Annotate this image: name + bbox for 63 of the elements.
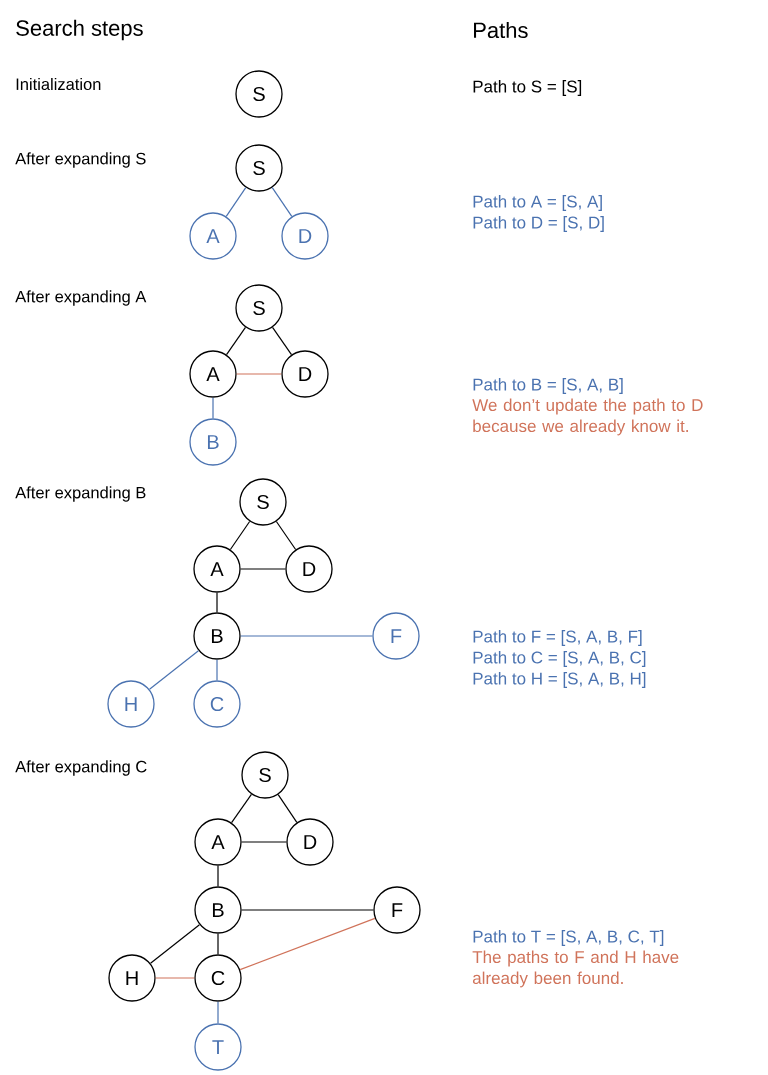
graph-edge (231, 793, 252, 824)
path-text: Path to B = [S, A, B] (473, 378, 623, 394)
graph-node: D (281, 350, 329, 398)
note-text: We don’t update the path to D because we already know it. (472, 398, 703, 436)
graph-edge (148, 650, 200, 690)
path-text: Path to F = [S, A, B, F] (473, 630, 642, 646)
step-label: After expanding A (15, 290, 147, 306)
graph-node: T (194, 1023, 242, 1071)
graph-node: B (193, 612, 241, 660)
graph-node: A (194, 818, 242, 866)
graph-node: H (108, 954, 156, 1002)
graph-edge (216, 592, 218, 613)
path-text: Path to D = [S, D] (473, 216, 604, 232)
graph-edge (155, 977, 195, 979)
graph-edge (241, 841, 287, 843)
graph-edge (216, 659, 218, 681)
path-text: Path to A = [S, A] (473, 195, 602, 211)
graph-edge (241, 909, 374, 911)
graph-node: H (107, 680, 155, 728)
note-text: The paths to F and H have already been found. (472, 950, 679, 988)
graph-edge (271, 187, 293, 217)
graph-node: F (372, 612, 420, 660)
step-label: After expanding S (15, 152, 146, 168)
path-text: Path to S = [S] (473, 80, 582, 96)
path-text: Path to C = [S, A, B, C] (473, 651, 646, 667)
graph-node: F (373, 886, 421, 934)
graph-node: A (189, 212, 237, 260)
step-label: Initialization (16, 77, 101, 91)
graph-edge (225, 187, 247, 217)
step-label: After expanding C (15, 760, 147, 776)
graph-edge (212, 397, 214, 419)
graph-edge (277, 794, 298, 823)
graph-node: D (286, 818, 334, 866)
graph-edge (217, 933, 219, 955)
path-text: Path to H = [S, A, B, H] (473, 672, 646, 688)
graph-edge (271, 326, 293, 356)
graph-edge (229, 520, 251, 551)
graph-edge (239, 917, 376, 971)
graph-edge (275, 520, 297, 551)
graph-node: C (194, 954, 242, 1002)
graph-node: B (194, 886, 242, 934)
graph-edge (149, 924, 201, 964)
column-heading: Paths (474, 21, 528, 39)
graph-node: S (235, 284, 283, 332)
graph-node: C (193, 680, 241, 728)
graph-node: S (239, 478, 287, 526)
graph-node: S (235, 144, 283, 192)
column-heading: Search steps (16, 19, 143, 41)
graph-edge (217, 1001, 219, 1024)
graph-edge (236, 373, 282, 375)
graph-node: D (281, 212, 329, 260)
graph-node: S (235, 70, 283, 118)
graph-node: B (189, 418, 237, 466)
graph-edge (217, 865, 219, 887)
graph-node: S (241, 751, 289, 799)
graph-node: D (285, 545, 333, 593)
graph-node: A (189, 350, 237, 398)
graph-node: A (193, 545, 241, 593)
graph-edge (225, 326, 247, 356)
graph-edge (240, 568, 286, 570)
path-text: Path to T = [S, A, B, C, T] (473, 930, 664, 946)
graph-edge (240, 635, 373, 637)
step-label: After expanding B (15, 486, 146, 502)
